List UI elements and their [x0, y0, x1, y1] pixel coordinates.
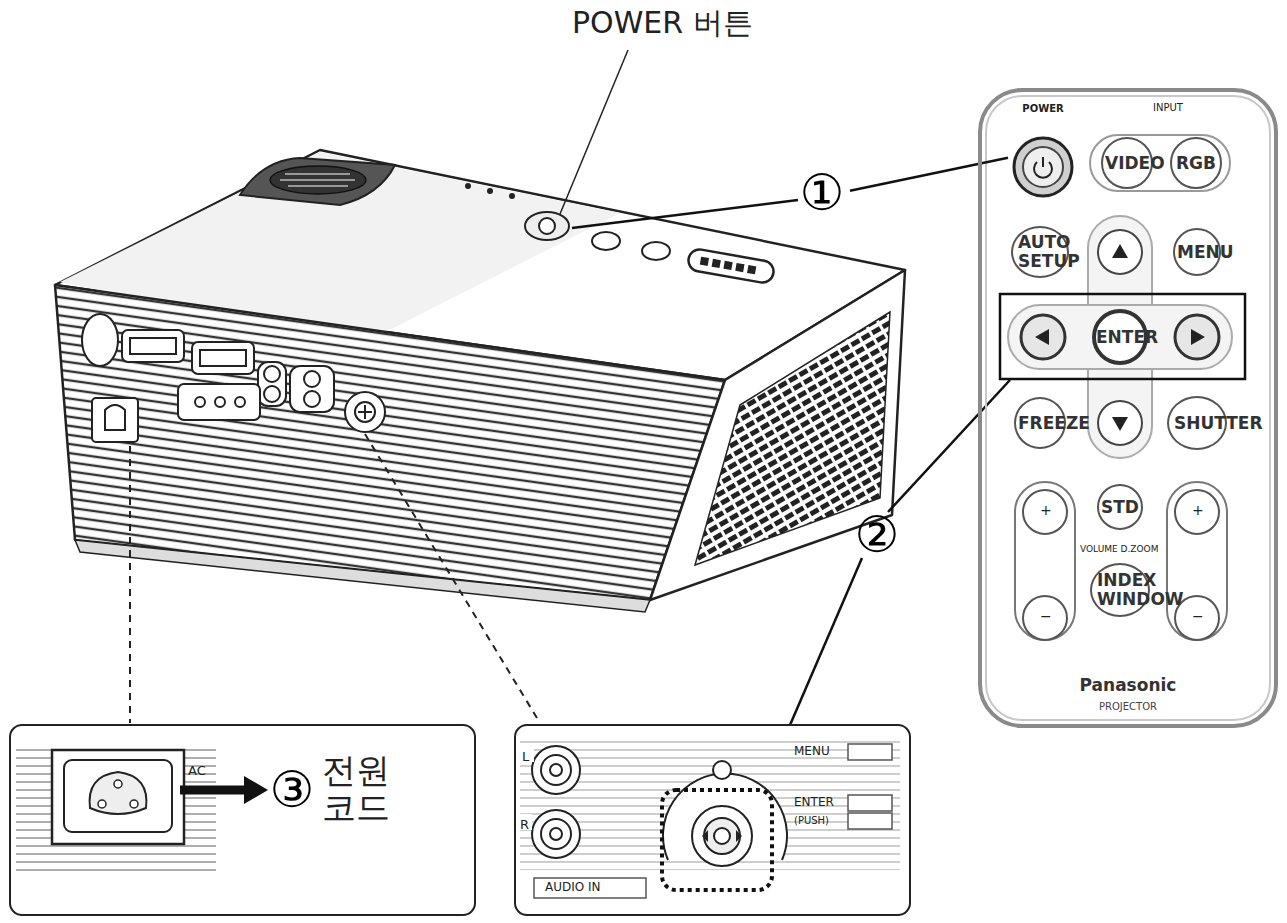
node-text: RGB — [1176, 154, 1216, 173]
remote-details — [986, 96, 1270, 720]
control-label: (PUSH) — [794, 815, 829, 826]
callout-number: ② — [849, 507, 905, 563]
projector-body — [55, 150, 905, 612]
node-text: FREEZE — [1018, 414, 1062, 433]
remote-button: STD — [1097, 484, 1143, 530]
group-label: INPUT — [1153, 102, 1183, 113]
audio-menu-inset — [515, 725, 910, 915]
node-text: STD — [1101, 498, 1139, 517]
button-sign: + — [1040, 503, 1052, 518]
button-sign: − — [1192, 609, 1204, 624]
node-text: VIDEO — [1105, 154, 1149, 173]
node-text: ② — [855, 510, 900, 560]
remote-button: AUTO SETUP — [1011, 226, 1069, 278]
remote-button: SHUTTER — [1167, 396, 1227, 450]
remote-button: INDEX WINDOW — [1090, 563, 1150, 617]
remote-button: FREEZE — [1014, 397, 1067, 449]
node-text: ① — [800, 168, 845, 218]
remote-button: RGB — [1170, 137, 1222, 189]
group-label: VOLUME D.ZOOM — [1080, 545, 1158, 555]
ac-inlet-inset — [10, 725, 475, 915]
port-label: R — [520, 818, 529, 832]
button-sign: + — [1192, 503, 1204, 518]
node-text: ENTER — [1096, 328, 1144, 347]
enter-button: ENTER — [1092, 309, 1148, 365]
control-label: ENTER — [794, 796, 834, 809]
button-sign: − — [1040, 609, 1052, 624]
node-text: Panasonic — [1080, 676, 1177, 695]
power-button-symbol — [1011, 135, 1075, 199]
port-label: AUDIO IN — [545, 881, 601, 894]
node-text: SHUTTER — [1174, 414, 1220, 433]
node-text: POWER — [1022, 103, 1063, 114]
remote-button: MENU — [1173, 228, 1221, 276]
part-name: POWER 버튼 — [572, 6, 753, 39]
node-text: ③ — [270, 765, 315, 815]
node-text: INDEX WINDOW — [1097, 571, 1143, 608]
remote-control: PanasonicPROJECTOR POWER VIDEO RGB AUTO SETU… — [978, 88, 1278, 728]
node-text: MENU — [1177, 243, 1217, 262]
node-text: PROJECTOR — [1099, 701, 1157, 712]
part-name: 전원 코드 — [322, 752, 402, 827]
callout-number: ① — [794, 165, 850, 221]
port-label: AC — [188, 764, 206, 778]
control-label: MENU — [794, 745, 830, 758]
power-button: POWER — [1008, 103, 1078, 199]
port-label: L — [522, 750, 529, 764]
leader-line — [850, 158, 1008, 191]
node-text: AUTO SETUP — [1018, 233, 1062, 270]
callout-number: ③ — [264, 762, 320, 818]
remote-button: VIDEO — [1101, 137, 1153, 189]
